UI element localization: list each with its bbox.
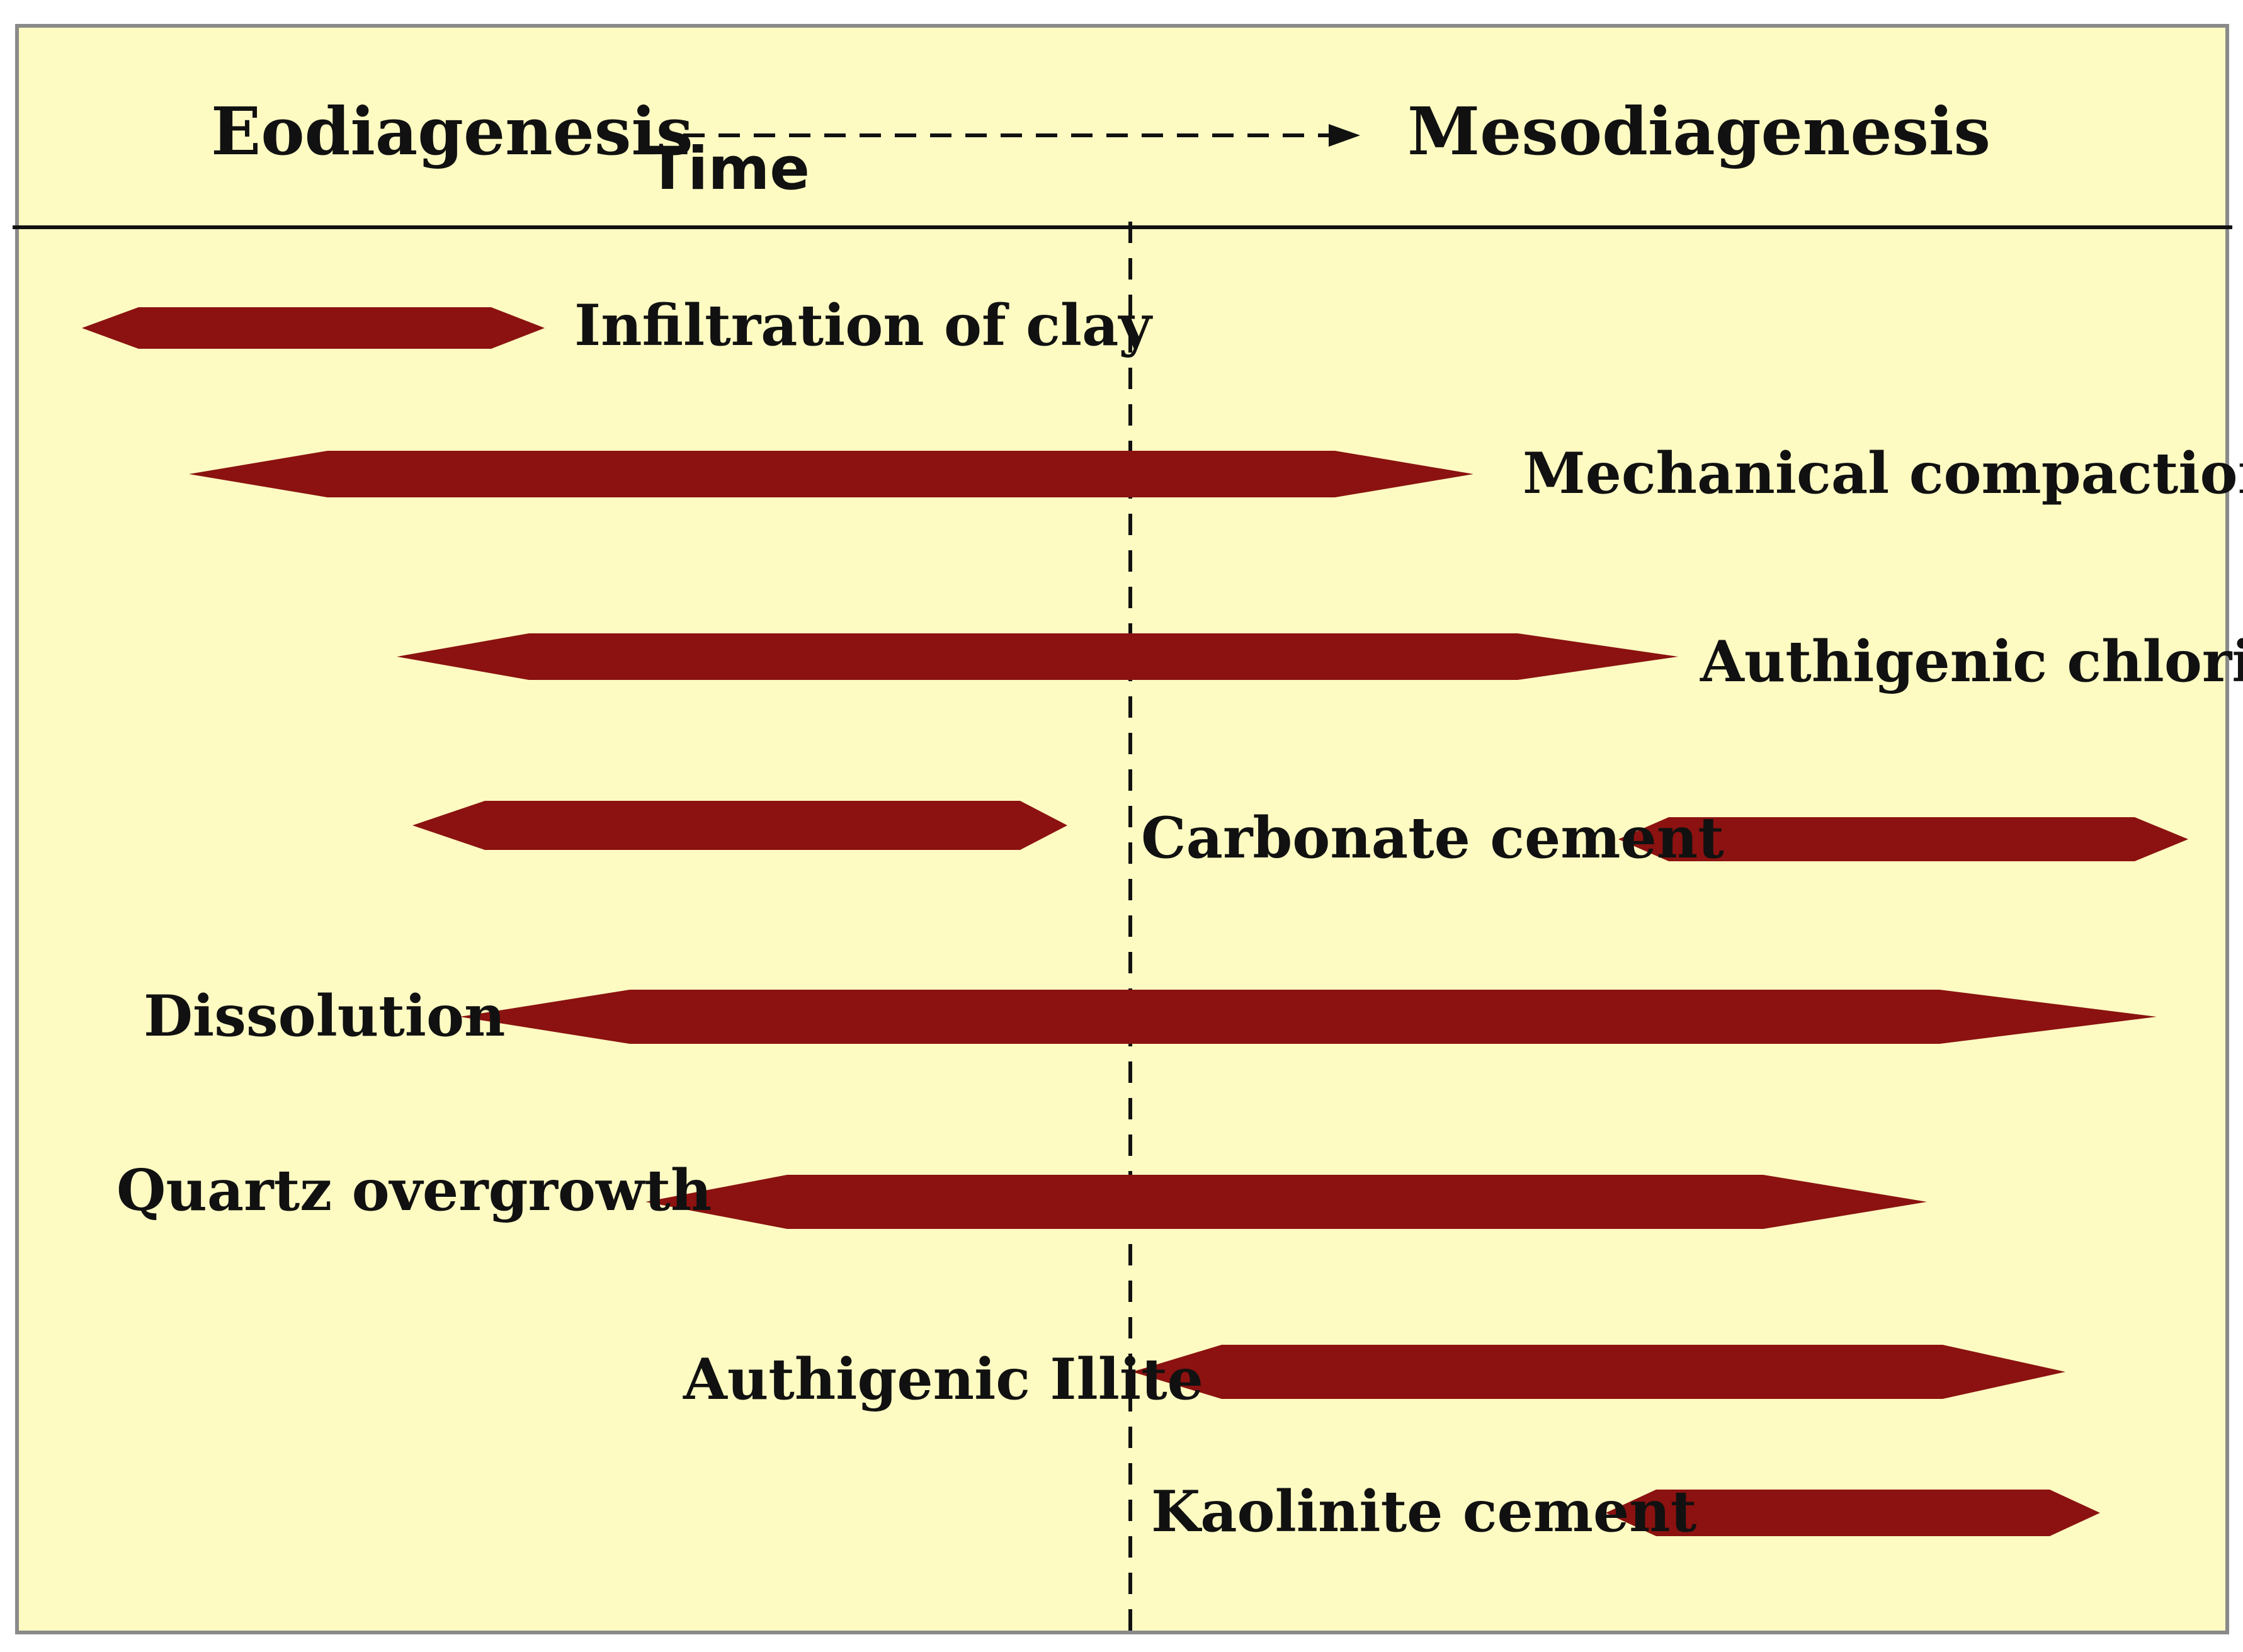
label-infiltration-of-clay: Infiltration of clay (574, 292, 1153, 359)
bar-carbonate-cement-early (412, 801, 1067, 850)
bar-authigenic-chlorite (397, 633, 1678, 680)
mesodiagenesis-label: Mesodiagenesis (1407, 93, 1990, 170)
label-quartz-overgrowth: Quartz overgrowth (116, 1157, 712, 1224)
bar-carbonate-cement-late (1618, 817, 2188, 861)
eodiagenesis-label: Eodiagenesis (211, 93, 693, 170)
time-arrow-head-icon (1329, 124, 1360, 147)
label-carbonate-cement: Carbonate cement (1141, 805, 1724, 871)
label-mechanical-compaction: Mechanical compaction (1523, 440, 2243, 507)
label-authigenic-chlorite: Authigenic chlorite (1700, 628, 2243, 695)
time-label: Time (647, 135, 810, 203)
bar-authigenic-illite (1132, 1345, 2065, 1399)
bar-mechanical-compaction (189, 451, 1474, 497)
bar-infiltration-of-clay (82, 307, 545, 349)
label-dissolution: Dissolution (144, 983, 505, 1049)
bar-quartz-overgrowth (645, 1175, 1927, 1229)
label-authigenic-illite: Authigenic Illite (683, 1346, 1203, 1413)
bar-kaolinite-cement (1606, 1490, 2100, 1536)
bar-dissolution (460, 990, 2157, 1044)
label-kaolinite-cement: Kaolinite cement (1151, 1478, 1697, 1545)
